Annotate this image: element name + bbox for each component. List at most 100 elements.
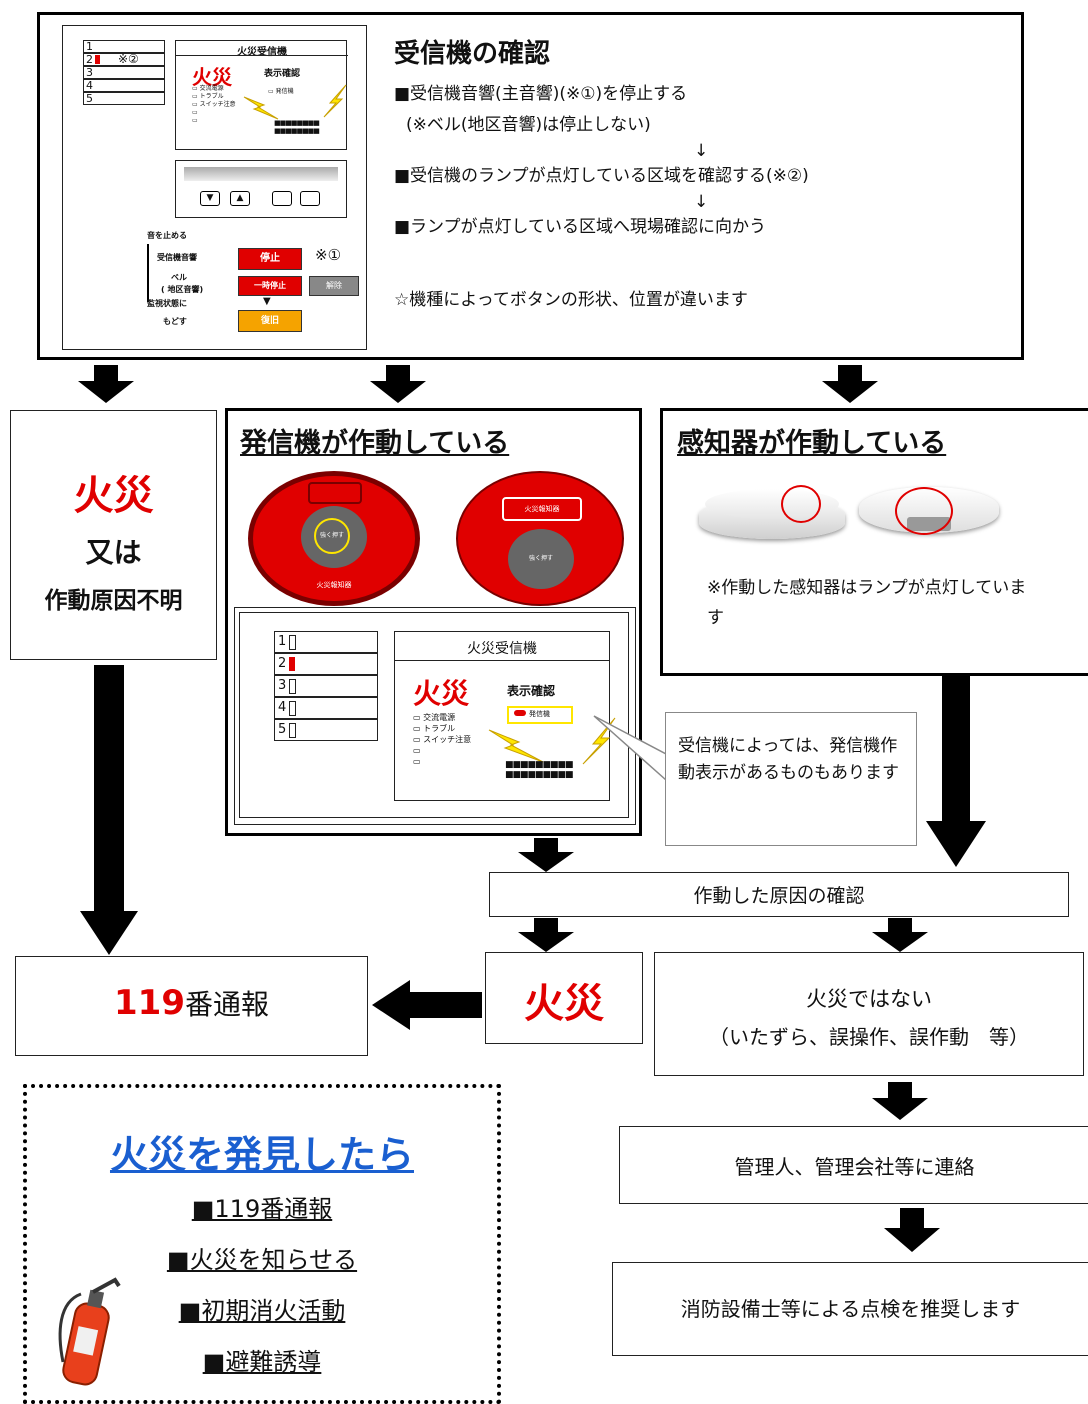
receiver-check-title: 受信機の確認 [394, 39, 551, 69]
lamp-highlight-circle [895, 487, 953, 535]
lightning-icon [323, 84, 347, 118]
receiver-check-steps: ■受信機音響(主音響)(※①)を停止する (※ベル(地区音響)は停止しない) ↓… [394, 79, 809, 243]
detector-title: 感知器が作動している [677, 428, 947, 459]
temp-stop-button: 一時停止 [238, 276, 302, 296]
legend-return1: 監視状態に [147, 299, 187, 308]
inspection-text: 消防設備士等による点検を推奨します [680, 1297, 1021, 1321]
mini-receiver: 火災受信機 火災 表示確認 ▭ 交流電源 ▭ トラブル ▭ スイッチ注意 ▭▭ … [175, 40, 348, 150]
step-arrow: ↓ [694, 192, 709, 212]
zone-number: 2 [86, 53, 93, 66]
smoke-detector-image [699, 483, 845, 545]
legend-return2: もどす [163, 317, 187, 326]
zone-row: 2 [274, 653, 378, 675]
call-119-number: 119 [114, 983, 185, 1023]
fire-extinguisher-icon [58, 1277, 121, 1386]
discover-item: ■避難誘導 [202, 1348, 322, 1376]
step-arrow: ↓ [694, 141, 709, 161]
blank-button [272, 191, 292, 206]
inspection-box: 消防設備士等による点検を推奨します [612, 1262, 1088, 1356]
mini-dots: ■■■■■■■■■■■■■■■■ [274, 119, 320, 135]
mini-display-check: 表示確認 [264, 69, 301, 79]
step-text: (※ベル(地区音響)は停止しない) [406, 115, 651, 135]
down-arrow-icon [80, 665, 138, 955]
transmitter-button-round: 火災報知器 強く押す [456, 471, 624, 606]
transmitter-box: 発信機が作動している 強く押す 火災報知器 火災報知器 強く押す 1 2 3 4… [225, 408, 642, 836]
discover-item: ■119番通報 [191, 1195, 333, 1223]
ind-row: ▭ 交流電源 [413, 713, 456, 722]
receiver-title: 火災受信機 [467, 641, 537, 657]
lightning-icon [582, 717, 616, 765]
transmitter-label: 火災報知器 [316, 581, 352, 589]
zone-row: 3 [274, 675, 378, 697]
zone-row: 5 [274, 719, 378, 741]
step-text: ■受信機音響(主音響)(※①)を停止する [394, 84, 688, 104]
zone-number: 5 [86, 92, 93, 105]
transmitter-button-round: 強く押す 火災報知器 [248, 471, 420, 606]
down-arrow-icon [518, 838, 574, 872]
fire-or-unknown-box: 火災 又は 作動原因不明 [10, 410, 217, 660]
zone-row: 1 [83, 40, 165, 53]
lightning-icon [488, 729, 544, 763]
zone-row: 2 ※② [83, 52, 165, 66]
mini-ind-row: ▭ トラブル [192, 93, 224, 100]
detector-box: 感知器が作動している ※作動した感知器はランプが点灯しています [660, 408, 1088, 676]
push-label: 強く押す [314, 518, 350, 554]
receiver-fire-label: 火災 [413, 677, 470, 710]
ind-row: ▭ トラブル [413, 724, 456, 733]
callout-text: 受信機によっては、発信機作動表示があるものもあります [678, 736, 899, 783]
callout-box: 受信機によっては、発信機作動表示があるものもあります [665, 712, 917, 846]
receiver-unit: 火災受信機 火災 表示確認 ▭ 交流電源 ▭ トラブル ▭ スイッチ注意 ▭▭ … [394, 631, 616, 801]
not-fire-box: 火災ではない （いたずら、誤操作、誤作動 等） [654, 952, 1084, 1076]
contact-box: 管理人、管理会社等に連絡 [619, 1126, 1088, 1204]
zone-number: 3 [86, 66, 93, 79]
down-arrow-icon [926, 675, 986, 867]
control-strip: ▼ ▲ [175, 160, 347, 218]
fire-label: 火災 [73, 473, 154, 519]
receiver-panel-illustration: 1 2 ※② 3 4 5 火災受信機 火災 表示確認 ▭ 交流電源 ▭ トラブル … [62, 25, 367, 350]
cause-confirm-text: 作動した原因の確認 [693, 885, 865, 907]
cause-confirm-box: 作動した原因の確認 [489, 872, 1069, 917]
zone-row: 3 [83, 66, 165, 79]
zone-row: 4 [274, 697, 378, 719]
discover-fire-box: 火災を発見したら ■119番通報 ■火災を知らせる ■初期消火活動 ■避難誘導 [23, 1084, 501, 1404]
not-fire-examples: （いたずら、誤操作、誤作動 等） [709, 1025, 1029, 1049]
note1-mark: ※① [315, 246, 342, 264]
zone-row: 4 [83, 79, 165, 92]
mini-ind-row: ▭ スイッチ注意 [192, 101, 236, 108]
left-arrow-icon [372, 980, 482, 1030]
detector-note: ※作動した感知器はランプが点灯しています [707, 578, 1027, 628]
zone-number: 4 [86, 79, 93, 92]
zone-lamp-lit [289, 657, 295, 671]
legend-bell: ベル [171, 273, 187, 282]
legend-main: 受信機音響 [157, 253, 197, 262]
mini-ind-right: ▭ 発信機 [268, 88, 294, 95]
receiver-check-box: 1 2 ※② 3 4 5 火災受信機 火災 表示確認 ▭ 交流電源 ▭ トラブル … [37, 12, 1024, 360]
down-arrow-icon [518, 918, 574, 952]
down-arrow-icon [872, 1082, 928, 1120]
down-arrow-icon: ▼ [263, 296, 271, 307]
up-button-icon: ▲ [230, 191, 250, 206]
zone-number: 1 [86, 40, 93, 53]
mini-ind-row: ▭ 交流電源 [192, 85, 224, 92]
not-fire-title: 火災ではない [806, 987, 932, 1011]
receiver-dots: ■■■■■■■■■■■■■■■■■■ [505, 760, 574, 780]
model-note: ☆機種によってボタンの形状、位置が違います [394, 290, 748, 310]
lamp-highlight-circle [781, 485, 821, 523]
restore-button: 復旧 [238, 310, 302, 332]
down-arrow-icon [872, 918, 928, 952]
down-button-icon: ▼ [200, 191, 220, 206]
callout-pointer [593, 715, 667, 782]
legend-stop: 音を止める [147, 231, 187, 240]
zone2-note: ※② [118, 52, 139, 66]
or-label: 又は [85, 536, 142, 569]
heat-detector-image [859, 481, 999, 551]
down-arrow-icon [78, 365, 134, 403]
zone-lamp-lit [95, 55, 100, 64]
step-text: ■ランプが点灯している区域へ現場確認に向かう [394, 217, 767, 237]
contact-text: 管理人、管理会社等に連絡 [734, 1155, 975, 1179]
receiver-display-check: 表示確認 [507, 684, 556, 698]
push-label: 強く押す [508, 529, 574, 589]
zone-number: 3 [278, 678, 287, 693]
ind-row: ▭ スイッチ注意 [413, 735, 472, 744]
fire-result-box: 火災 [485, 952, 643, 1044]
